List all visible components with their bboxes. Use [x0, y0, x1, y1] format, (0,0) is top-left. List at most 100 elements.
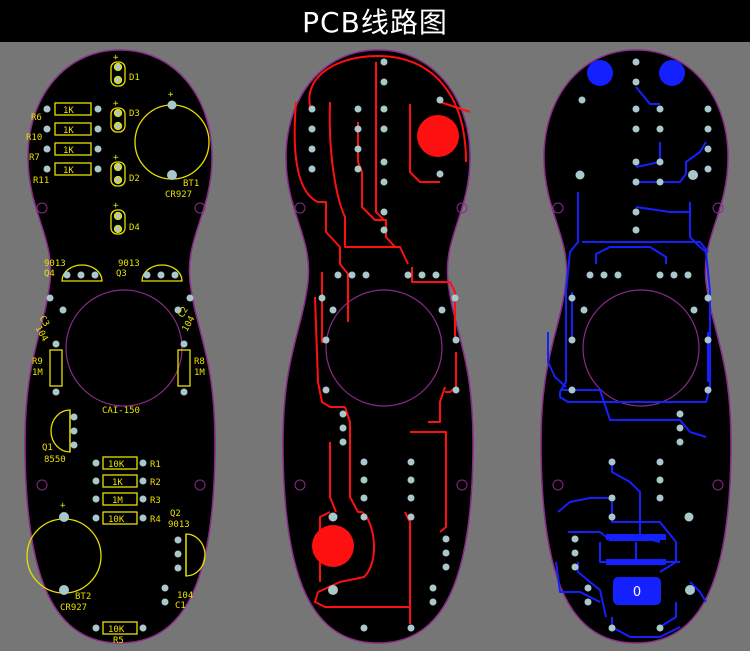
plus-bt2: +: [60, 501, 66, 511]
label-d4: D4: [129, 223, 140, 233]
center-hole: [65, 289, 183, 407]
value-r8: 1M: [194, 368, 205, 378]
plus-d3: +: [113, 99, 119, 109]
center-hole: [582, 289, 700, 407]
resistor-r4: [92, 511, 147, 525]
label-d3: D3: [129, 109, 140, 119]
bottom-battery-pad: [659, 60, 685, 86]
label-d2: D2: [129, 174, 140, 184]
label-9013-q3: 9013: [118, 259, 140, 269]
diode-d1: [110, 61, 126, 87]
value-r6: 1K: [63, 106, 74, 116]
label-c1: C1: [175, 601, 186, 611]
pad-c3: [46, 294, 54, 302]
pad-c1: [161, 598, 169, 606]
mount-hole: [36, 202, 48, 214]
battery-bt2: [26, 512, 102, 595]
mount-hole: [456, 202, 468, 214]
diode-d4: [110, 209, 126, 235]
label-q3: Q3: [116, 269, 127, 279]
label-d1: D1: [129, 73, 140, 83]
label-r4: R4: [150, 515, 161, 525]
transistor-q1: [50, 409, 78, 453]
page-title: PCB线路图: [302, 6, 448, 39]
value-r4: 10K: [108, 515, 125, 525]
transistor-q4: [61, 264, 103, 282]
bottom-battery-pad-large: [613, 577, 661, 605]
top-copper-traces: [293, 55, 471, 624]
battery-bt1: [134, 100, 210, 180]
label-r2: R2: [150, 478, 161, 488]
label-cai150: CAI-150: [102, 406, 140, 416]
label-8550: 8550: [44, 455, 66, 465]
value-r11: 1K: [63, 166, 74, 176]
value-r10: 1K: [63, 126, 74, 136]
mount-hole: [294, 202, 306, 214]
label-cr927-2: CR927: [60, 603, 87, 613]
mount-hole: [194, 479, 206, 491]
mount-hole: [552, 479, 564, 491]
label-r10: R10: [26, 133, 42, 143]
mount-hole: [712, 479, 724, 491]
value-r9: 1M: [32, 368, 43, 378]
value-c1: 104: [177, 591, 193, 601]
plus-d4: +: [113, 201, 119, 211]
diode-d2: [110, 161, 126, 187]
value-r5: 10K: [108, 625, 125, 635]
label-r11: R11: [33, 176, 49, 186]
mount-hole: [36, 479, 48, 491]
label-q1: Q1: [42, 443, 53, 453]
bottom-copper-traces: [547, 86, 711, 638]
mount-hole: [456, 479, 468, 491]
mount-hole: [712, 202, 724, 214]
mount-hole: [194, 202, 206, 214]
label-9013-q2: 9013: [168, 520, 190, 530]
top-pads: [308, 58, 460, 632]
board-bottom-copper: 0: [540, 49, 732, 644]
top-large-pad: [312, 525, 354, 567]
top-large-pad: [417, 115, 459, 157]
label-q4: Q4: [44, 269, 55, 279]
mount-hole: [552, 202, 564, 214]
resistor-r6: [43, 102, 102, 116]
pad-c1: [161, 584, 169, 592]
value-r1: 10K: [108, 460, 125, 470]
resistor-r1: [92, 456, 147, 470]
plus-d2: +: [113, 153, 119, 163]
value-r2: 1K: [112, 478, 123, 488]
diode-d3: [110, 107, 126, 133]
bottom-pad-label: 0: [633, 585, 641, 600]
pad-c3: [59, 306, 67, 314]
label-r9: R9: [32, 357, 43, 367]
label-r5: R5: [113, 636, 124, 646]
plus-bt1: +: [168, 90, 174, 100]
transistor-q2: [174, 533, 206, 577]
resistor-r10: [43, 122, 102, 136]
label-c3: C3: [37, 314, 51, 328]
plus-d1: +: [113, 53, 119, 63]
label-r3: R3: [150, 496, 161, 506]
resistor-r2: [92, 474, 147, 488]
title-bar: PCB线路图: [0, 0, 750, 42]
bottom-pads: [568, 58, 712, 632]
label-9013-q4: 9013: [44, 259, 66, 269]
mount-hole: [294, 479, 306, 491]
resistor-r7: [43, 142, 102, 156]
pcb-diagram: D1 D3 D2 D4 + + + + 1K 1K 1K 1K R6 R10 R…: [24, 49, 732, 646]
resistor-r8: [177, 340, 191, 396]
value-r3: 1M: [112, 496, 123, 506]
label-r1: R1: [150, 460, 161, 470]
label-r8: R8: [194, 357, 205, 367]
center-hole: [325, 289, 443, 407]
resistor-r3: [92, 492, 147, 506]
bottom-smd-pad: [606, 559, 666, 565]
pad-c2: [174, 306, 182, 314]
pad-c2: [186, 294, 194, 302]
board-outline-silkscreen: [24, 49, 216, 644]
label-bt2: BT2: [75, 592, 91, 602]
label-bt1: BT1: [183, 179, 199, 189]
bottom-battery-pad: [587, 60, 613, 86]
transistor-q3: [141, 264, 183, 282]
label-c2: C2: [177, 305, 191, 319]
board-outline-bottom: [540, 49, 732, 644]
